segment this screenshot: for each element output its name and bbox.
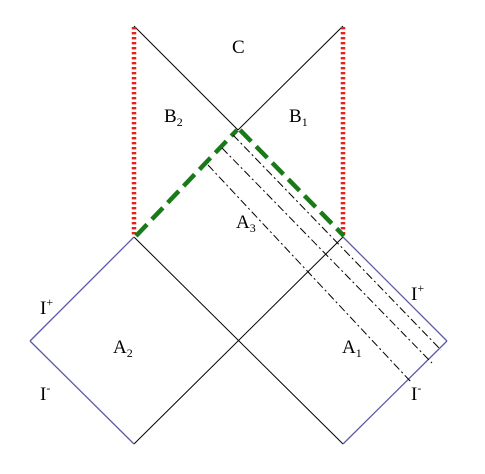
dash-dot-line-1 <box>232 134 442 351</box>
dash-dot-line-2 <box>221 147 433 364</box>
null-line-top-left <box>133 25 239 131</box>
green-dashed-left <box>134 128 239 238</box>
left-scri-minus-label: I- <box>40 381 50 405</box>
scri-boundaries <box>29 236 448 445</box>
right-scri-plus <box>342 236 448 342</box>
region-a1-label: A1 <box>342 337 362 360</box>
region-a3-label: A3 <box>236 212 256 235</box>
right-scri-minus-label: I- <box>411 381 421 405</box>
right-scri-plus-label: I+ <box>411 281 424 305</box>
red-dotted-lines <box>131 27 346 237</box>
null-line-top-right <box>237 25 344 131</box>
region-c-label: C <box>232 37 245 58</box>
left-scri-plus <box>29 236 135 342</box>
dash-dot-line-3 <box>207 164 413 384</box>
region-b1-label: B1 <box>289 106 308 129</box>
green-dashed-right <box>238 128 346 238</box>
left-scri-minus <box>29 340 135 445</box>
right-scri-minus <box>342 340 448 445</box>
region-b2-label: B2 <box>164 106 183 129</box>
region-a2-label: A2 <box>113 337 133 360</box>
null-lines <box>133 25 344 445</box>
dash-dot-lines <box>207 134 442 384</box>
left-scri-plus-label: I+ <box>40 295 53 319</box>
green-dashed-horizon <box>134 128 346 238</box>
